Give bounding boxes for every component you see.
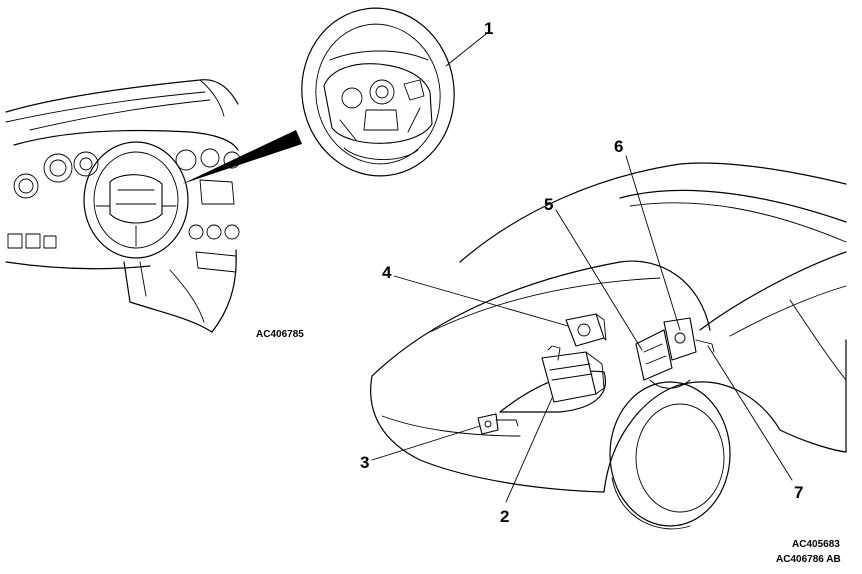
- inset-figure-code: AC406785: [256, 329, 304, 340]
- main-figure-code: AC405683: [792, 539, 840, 550]
- dashboard-inset: [5, 79, 302, 333]
- component-4: [565, 313, 607, 347]
- leader-lines: [371, 33, 793, 503]
- callout-4: 4: [382, 263, 392, 282]
- component-5-6-cowl-assembly: [635, 317, 715, 389]
- component-2-control-unit: [541, 345, 605, 403]
- steering-wheel-detail: [301, 7, 455, 177]
- callout-3: 3: [360, 453, 369, 472]
- callout-7: 7: [794, 483, 803, 502]
- main-figure-code-secondary: AC406786 AB: [776, 554, 841, 565]
- callout-2: 2: [500, 507, 509, 526]
- callout-6: 6: [614, 137, 623, 156]
- component-3-front-sensor: [477, 413, 519, 435]
- callout-5: 5: [544, 195, 553, 214]
- callout-1: 1: [484, 19, 493, 38]
- vehicle-body: [370, 162, 847, 530]
